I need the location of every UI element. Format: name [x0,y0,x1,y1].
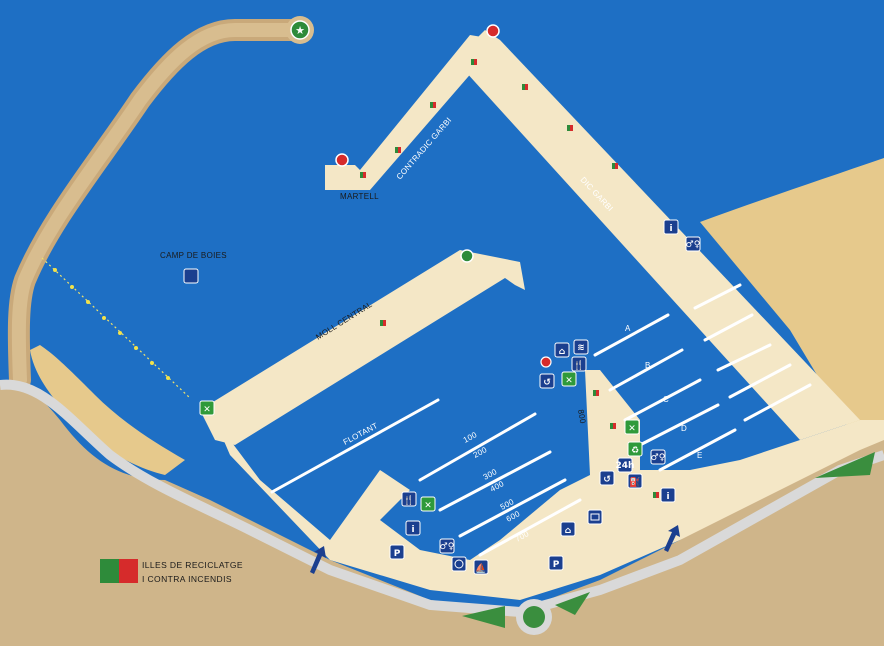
lighthouse-red-top [486,24,500,38]
moll-lighthouse [460,249,474,263]
pier-c: C [663,395,669,404]
security-24h-icon[interactable]: 24h [616,457,635,473]
green-area-left [462,606,505,628]
svg-text:⛽: ⛽ [629,476,640,488]
svg-text:♂♀: ♂♀ [651,453,666,463]
wc-icon-east[interactable]: ♂♀ [650,449,666,465]
svg-text:P: P [553,560,560,570]
svg-text:i: i [669,224,672,234]
land-area [0,384,884,646]
svg-text:i: i [666,492,669,502]
shop-icon-2[interactable]: ⌂ [554,342,570,358]
recycle-icon[interactable]: ♻ [627,441,643,457]
parking-icon-right[interactable]: P [548,555,564,571]
pontoons [270,283,812,557]
legend-red-swatch [119,559,138,583]
laundry-icon[interactable] [451,556,467,572]
info-icon-quay[interactable]: i [405,520,421,536]
legend-line-1: ILLES DE RECICLATGE [142,560,243,570]
fire-extinguisher-icon-3[interactable]: ✕ [561,371,577,387]
pier-b: B [645,361,651,370]
green-area-east [815,452,875,478]
info-icon-dic[interactable]: i [663,219,679,235]
lighthouse-green-marker [290,20,310,40]
fire-extinguisher-icon[interactable]: ✕ [199,400,215,416]
svg-text:♻: ♻ [631,446,639,456]
dic-garbi [455,30,860,440]
beach-right [700,158,884,430]
label-martell: MARTELL [340,192,379,201]
shop-icon[interactable]: ⌂ [560,521,576,537]
crane-icon[interactable]: ↺ [599,470,615,486]
road [0,379,884,618]
entrance-arrow-right [664,525,680,552]
svg-text:✕: ✕ [628,424,636,434]
svg-text:i: i [411,525,414,535]
fire-recycle-markers [360,59,659,498]
restaurant-icon[interactable]: 🍴 [401,491,417,507]
label-camp: CAMP DE BOIES [160,251,227,260]
svg-text:⛵: ⛵ [475,562,486,574]
buoys [53,268,170,380]
fuel-icon[interactable]: ⛽ [627,473,643,489]
pier-800: 800 [576,409,587,425]
crane-icon-2[interactable]: ↺ [539,373,555,389]
buoy-line [41,257,191,399]
wc-icon-dic[interactable]: ♂♀ [685,236,701,252]
svg-text:✕: ✕ [565,376,573,386]
moll-central [200,250,525,445]
legend-green-swatch [100,559,119,583]
fire-extinguisher-icon-2[interactable]: ✕ [624,419,640,435]
svg-text:✕: ✕ [424,501,432,511]
svg-text:↺: ↺ [603,475,611,485]
svg-text:🍴: 🍴 [573,359,584,371]
star-icon: ★ [295,24,305,37]
left-breakwater-top [11,23,307,387]
ship-icon[interactable]: ⛵ [473,559,489,575]
svg-text:P: P [394,549,401,559]
beach-left [30,345,185,475]
svg-text:24h: 24h [616,461,635,471]
green-area-right [555,592,590,615]
lighthouse-red-martell [335,153,349,167]
svg-text:⌂: ⌂ [565,526,572,536]
svg-text:♂♀: ♂♀ [440,542,455,552]
contradic-garbi [325,35,500,190]
wc-icon-quay[interactable]: ♂♀ [439,538,455,554]
inner-quay [215,370,884,600]
svg-text:♂♀: ♂♀ [686,240,701,250]
restaurant-icon-2[interactable]: 🍴 [571,356,587,372]
buoy-field-icon [183,268,199,284]
legend: ILLES DE RECICLATGE I CONTRA INCENDIS [100,559,243,584]
wifi-icon[interactable]: ≋ [573,339,589,355]
svg-text:↺: ↺ [543,378,551,388]
lighthouse-red-inner [540,356,552,368]
legend-line-2: I CONTRA INCENDIS [142,574,232,584]
fire-extinguisher-icon-4[interactable]: ✕ [420,496,436,512]
svg-text:✕: ✕ [203,405,211,415]
pier-a: A [625,324,631,333]
parking-icon-left[interactable]: P [389,544,405,560]
svg-text:⌂: ⌂ [559,347,566,357]
roundabout-center [523,606,545,628]
entrance-arrow-left [310,546,326,574]
info-icon-east[interactable]: i [660,487,676,503]
pier-d: D [681,424,687,433]
svg-text:≋: ≋ [577,343,585,353]
svg-text:🍴: 🍴 [403,494,414,506]
atm-icon[interactable] [587,509,603,525]
pier-e: E [697,451,703,460]
